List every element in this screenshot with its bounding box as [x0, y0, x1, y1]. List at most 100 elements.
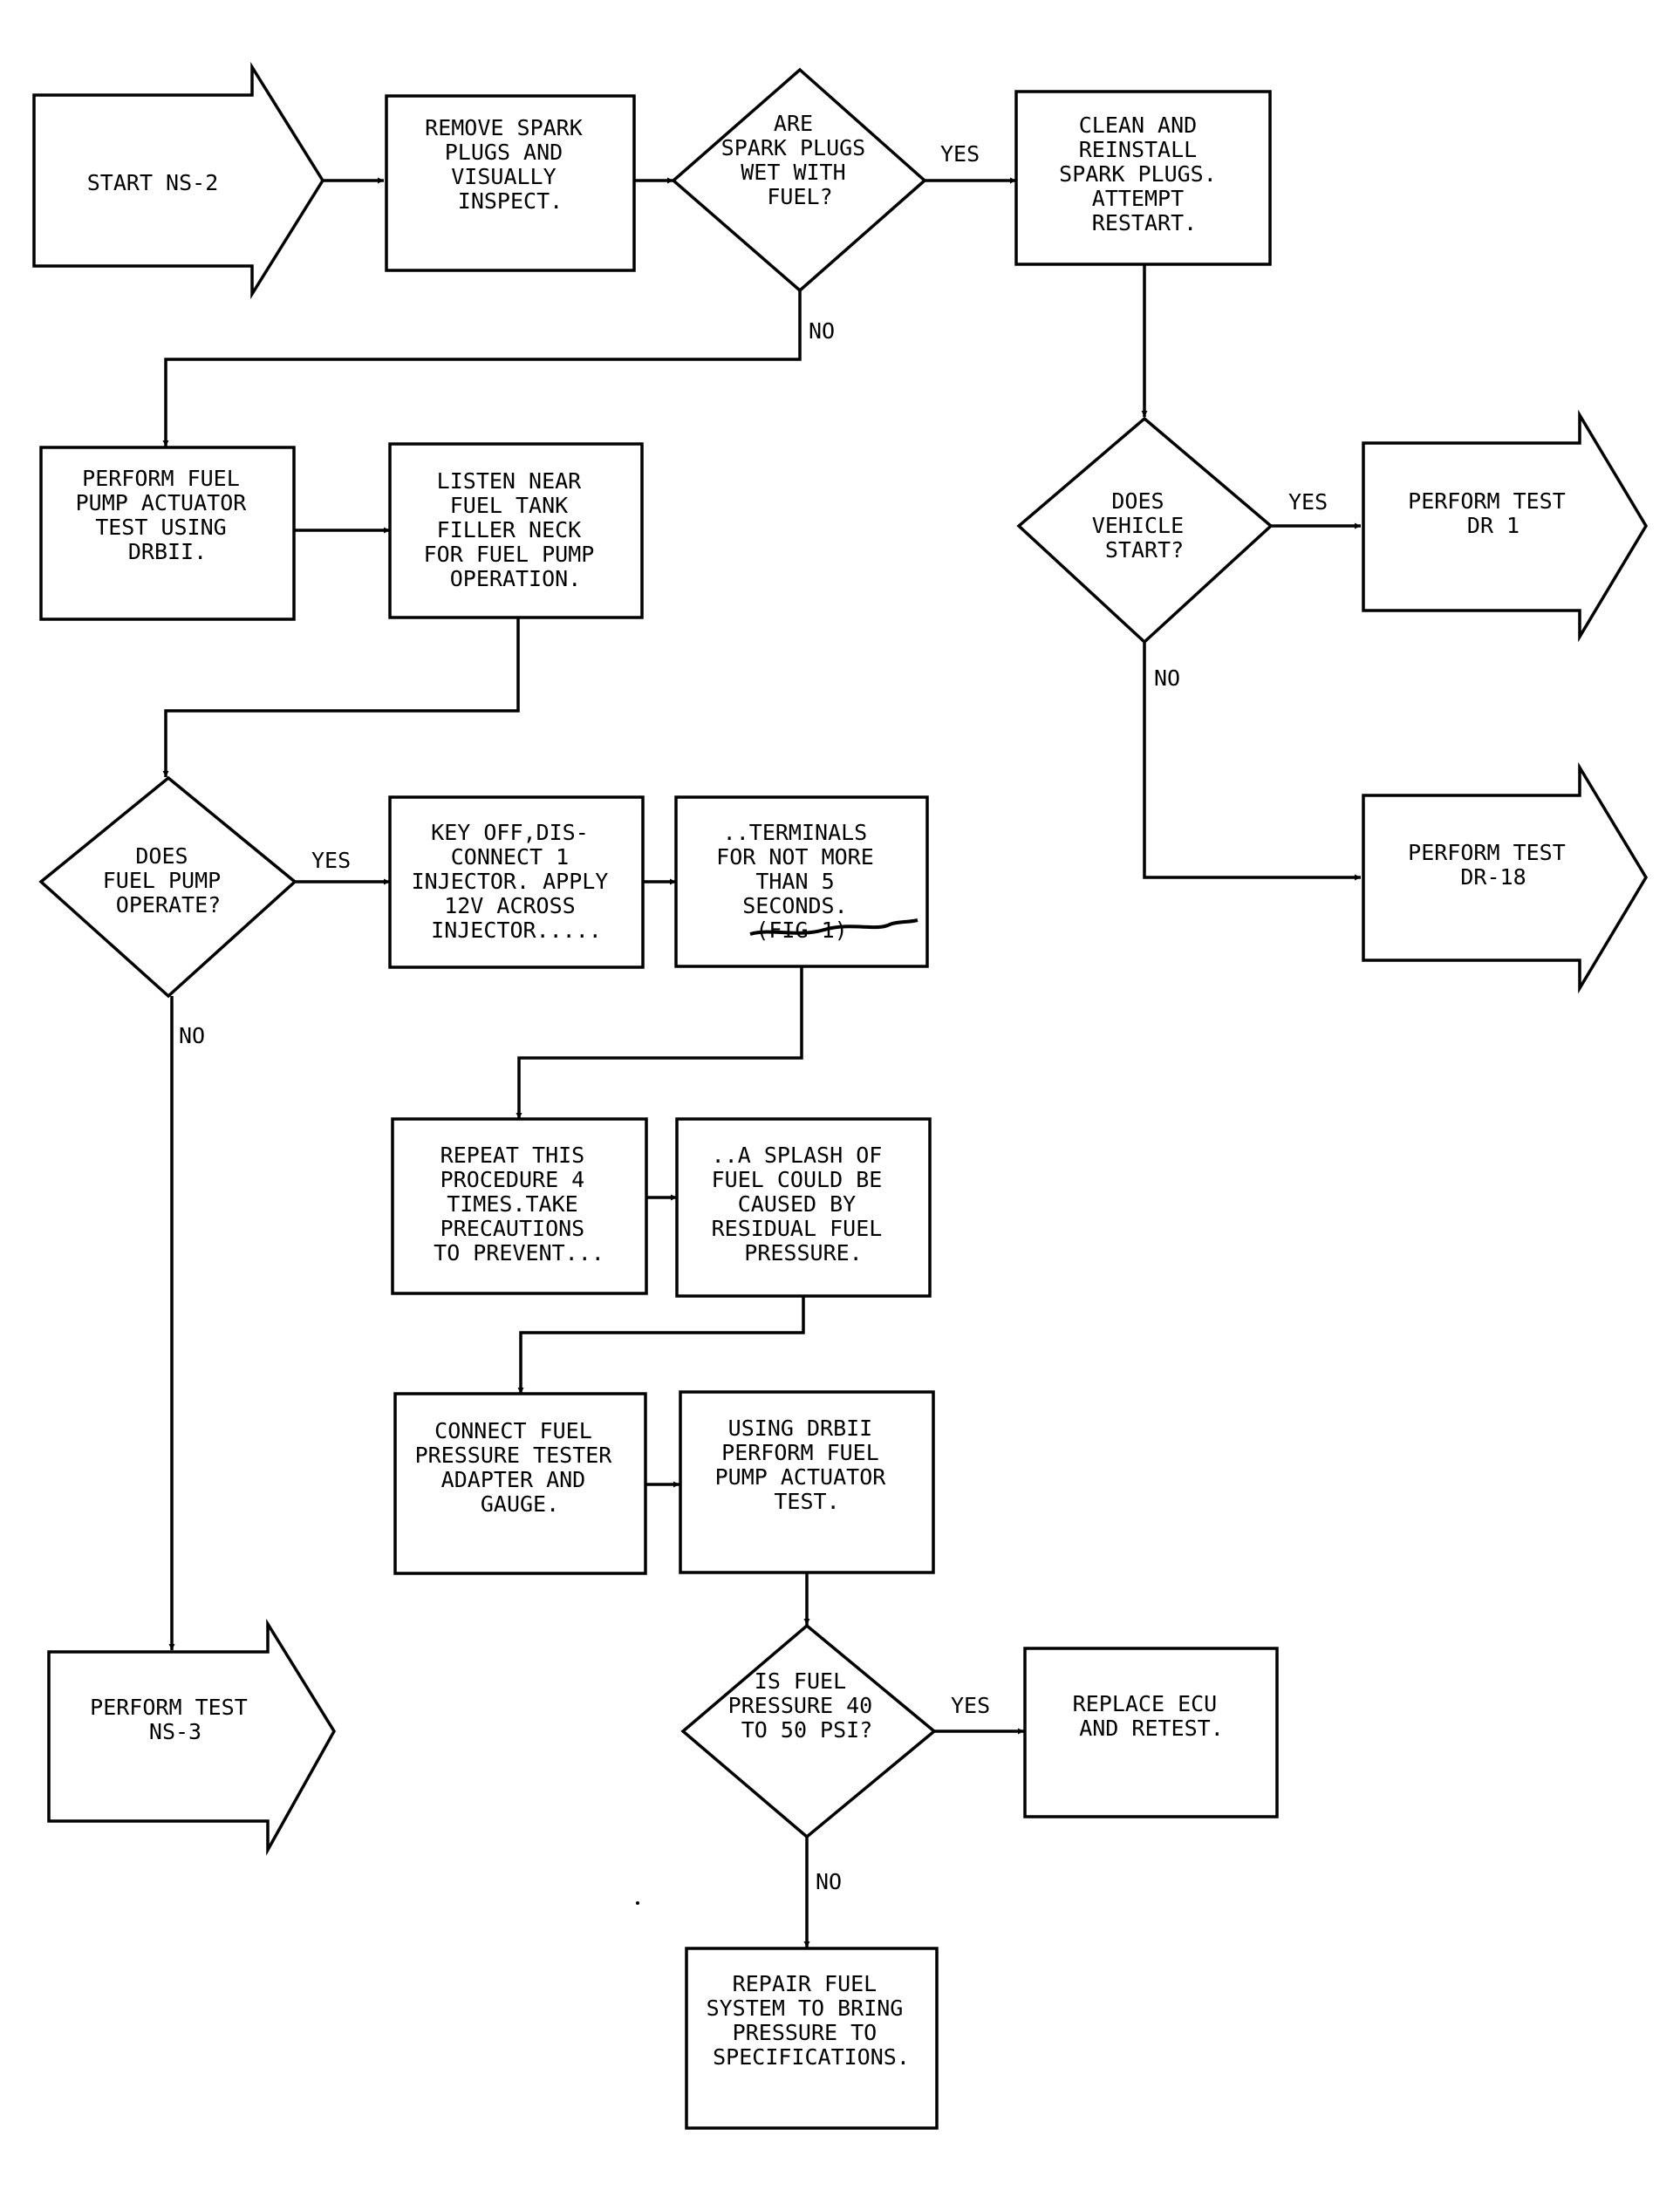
- pressure-check-line: IS FUEL: [755, 1668, 846, 1694]
- terminals-line: (FIG 1): [755, 918, 847, 943]
- remove-plugs-line: INSPECT.: [458, 188, 563, 214]
- node-actuator-test: PERFORM FUEL PUMP ACTUATOR TEST USING DR…: [39, 446, 296, 621]
- key-off-line: KEY OFF,DIS-: [431, 820, 589, 845]
- repeat-line: PRECAUTIONS: [440, 1216, 585, 1241]
- connect-tester-label: CONNECT FUEL PRESSURE TESTER ADAPTER AND…: [415, 1418, 625, 1517]
- connect-tester-line: ADAPTER AND: [441, 1467, 586, 1492]
- splash-line: CAUSED BY: [738, 1191, 856, 1217]
- using-drbii-line: PERFORM FUEL: [721, 1440, 879, 1465]
- key-off-box: [388, 795, 645, 969]
- splash-line: RESIDUAL FUEL: [712, 1216, 883, 1241]
- clean-reinstall-label: CLEAN AND REINSTALL SPARK PLUGS. ATTEMPT…: [1059, 113, 1230, 235]
- vehicle-start-line: DOES: [1111, 488, 1164, 514]
- actuator-test-label: PERFORM FUEL PUMP ACTUATOR TEST USING DR…: [76, 466, 260, 564]
- pressure-check-line: TO 50 PSI?: [741, 1717, 873, 1743]
- terminals-strikethrough-scribble: [749, 918, 919, 936]
- terminals-line: THAN 5: [755, 869, 834, 894]
- listen-line: FOR FUEL PUMP: [424, 542, 595, 567]
- repeat-label: REPEAT THIS PROCEDURE 4 TIMES.TAKE PRECA…: [434, 1143, 604, 1266]
- repeat-line: TO PREVENT...: [434, 1240, 604, 1266]
- pressure-check-line: PRESSURE 40: [728, 1693, 873, 1718]
- using-drbii-box: [679, 1390, 935, 1574]
- clean-reinstall-line: CLEAN AND: [1079, 113, 1197, 138]
- node-key-off: KEY OFF,DIS- CONNECT 1 INJECTOR. APPLY 1…: [388, 795, 645, 969]
- pressure-check-label: IS FUEL PRESSURE 40 TO 50 PSI?: [728, 1668, 886, 1743]
- vehicle-start-diamond: [1016, 416, 1274, 645]
- node-pump-operate: DOES FUEL PUMP OPERATE?: [38, 775, 297, 999]
- test-dr1-line: PERFORM TEST: [1408, 488, 1566, 514]
- connectors: [162, 177, 1361, 1948]
- remove-plugs-line: REMOVE SPARK: [425, 115, 583, 140]
- pressure-check-diamond: [680, 1623, 937, 1839]
- start-label-line: START NS-2: [87, 170, 219, 195]
- terminals-line: SECONDS.: [742, 893, 847, 918]
- edge-vehicle-start-no: [1143, 642, 1361, 881]
- pump-operate-line: FUEL PUMP: [103, 868, 221, 893]
- node-remove-plugs: REMOVE SPARK PLUGS AND VISUALLY INSPECT.: [385, 94, 636, 272]
- terminals-box: [674, 795, 929, 968]
- vehicle-start-line: START?: [1105, 537, 1184, 563]
- test-ns3-arrow-shape: [47, 1618, 337, 1856]
- test-dr1-label: PERFORM TEST DR 1: [1408, 488, 1579, 538]
- connect-tester-line: GAUGE.: [481, 1491, 559, 1517]
- key-off-line: 12V ACROSS: [444, 893, 576, 918]
- replace-ecu-box: [1023, 1647, 1279, 1818]
- scan-speck: [636, 1901, 639, 1905]
- edge-label-vehicle-start-yes: YES: [1288, 489, 1328, 515]
- pump-operate-label: DOES FUEL PUMP OPERATE?: [103, 843, 235, 918]
- repeat-line: TIMES.TAKE: [447, 1191, 578, 1217]
- replace-ecu-line: AND RETEST.: [1079, 1716, 1224, 1741]
- node-test-dr18: PERFORM TEST DR-18: [1362, 761, 1649, 994]
- listen-line: LISTEN NEAR: [437, 468, 583, 494]
- node-repeat: REPEAT THIS PROCEDURE 4 TIMES.TAKE PRECA…: [391, 1117, 648, 1295]
- remove-plugs-line: VISUALLY: [451, 164, 556, 189]
- using-drbii-line: PUMP ACTUATOR: [715, 1464, 887, 1490]
- replace-ecu-label: REPLACE ECU AND RETEST.: [1073, 1691, 1231, 1741]
- key-off-line: INJECTOR.....: [431, 918, 602, 943]
- pump-operate-line: DOES: [135, 843, 188, 869]
- edge-label-plugs-wet-no: NO: [809, 318, 835, 344]
- node-connect-tester: CONNECT FUEL PRESSURE TESTER ADAPTER AND…: [393, 1392, 647, 1575]
- start-label: START NS-2: [87, 170, 219, 195]
- node-vehicle-start: DOES VEHICLE START?: [1016, 416, 1274, 645]
- edge-label-pump-operate-yes: YES: [311, 848, 351, 873]
- terminals-line: FOR NOT MORE: [716, 844, 874, 870]
- node-terminals: ..TERMINALS FOR NOT MORE THAN 5 SECONDS.…: [674, 795, 929, 968]
- actuator-test-line: TEST USING: [95, 515, 227, 540]
- key-off-label: KEY OFF,DIS- CONNECT 1 INJECTOR. APPLY 1…: [412, 820, 622, 943]
- edge-label-vehicle-start-no: NO: [1154, 665, 1180, 691]
- repeat-box: [391, 1117, 648, 1295]
- connect-tester-box: [393, 1392, 647, 1575]
- vehicle-start-line: VEHICLE: [1092, 513, 1184, 538]
- remove-plugs-label: REMOVE SPARK PLUGS AND VISUALLY INSPECT.: [425, 115, 596, 214]
- actuator-test-line: PERFORM FUEL: [82, 466, 240, 491]
- remove-plugs-box: [385, 94, 636, 272]
- key-off-line: INJECTOR. APPLY: [412, 869, 609, 894]
- connect-tester-line: PRESSURE TESTER: [415, 1443, 613, 1468]
- splash-line: PRESSURE.: [744, 1240, 862, 1266]
- clean-reinstall-line: SPARK PLUGS.: [1059, 161, 1217, 187]
- using-drbii-line: TEST.: [774, 1489, 839, 1514]
- edge-label-pressure-no: NO: [816, 1869, 842, 1894]
- clean-reinstall-box: [1014, 90, 1272, 266]
- terminals-label: ..TERMINALS FOR NOT MORE THAN 5 SECONDS.…: [716, 820, 887, 943]
- plugs-wet-label: ARE SPARK PLUGS WET WITH FUEL?: [721, 111, 879, 209]
- listen-label: LISTEN NEAR FUEL TANK FILLER NECK FOR FU…: [424, 468, 608, 591]
- vehicle-start-label: DOES VEHICLE START?: [1092, 488, 1197, 563]
- edge-labels: YES NO YES NO YES NO YES NO: [179, 141, 1328, 1894]
- edge-label-pump-operate-no: NO: [179, 1023, 205, 1048]
- clean-reinstall-line: REINSTALL: [1079, 137, 1197, 162]
- remove-plugs-line: PLUGS AND: [445, 140, 563, 165]
- repair-fuel-line: REPAIR FUEL: [733, 1971, 878, 1996]
- test-dr1-line: DR 1: [1467, 513, 1520, 538]
- edge-splash-to-connect: [517, 1296, 805, 1394]
- test-dr1-arrow-shape: [1362, 409, 1649, 643]
- plugs-wet-line: FUEL?: [767, 184, 832, 209]
- terminals-line: ..TERMINALS: [723, 820, 868, 845]
- actuator-test-line: PUMP ACTUATOR: [76, 490, 248, 515]
- node-start: START NS-2: [32, 61, 325, 300]
- test-ns3-line: PERFORM TEST: [90, 1695, 248, 1720]
- node-test-ns3: PERFORM TEST NS-3: [47, 1618, 337, 1856]
- edge-label-pressure-yes: YES: [951, 1693, 990, 1718]
- edge-plugs-wet-no: [162, 290, 802, 447]
